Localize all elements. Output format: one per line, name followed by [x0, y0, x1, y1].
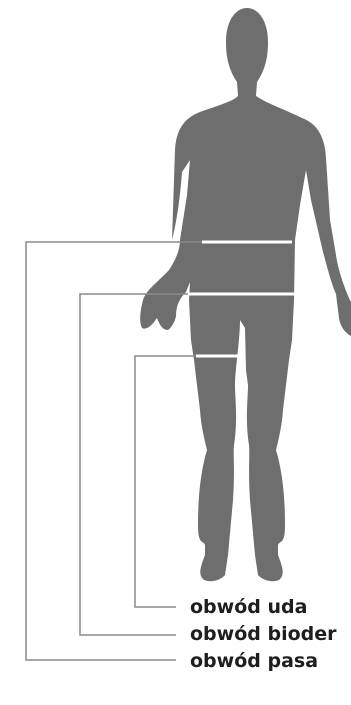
- thigh-label: obwód uda: [190, 598, 307, 617]
- hip-guide-line: [80, 294, 188, 635]
- thigh-guide-line: [135, 356, 196, 607]
- hips-label: obwód bioder: [190, 625, 337, 644]
- waist-label: obwód pasa: [190, 652, 318, 671]
